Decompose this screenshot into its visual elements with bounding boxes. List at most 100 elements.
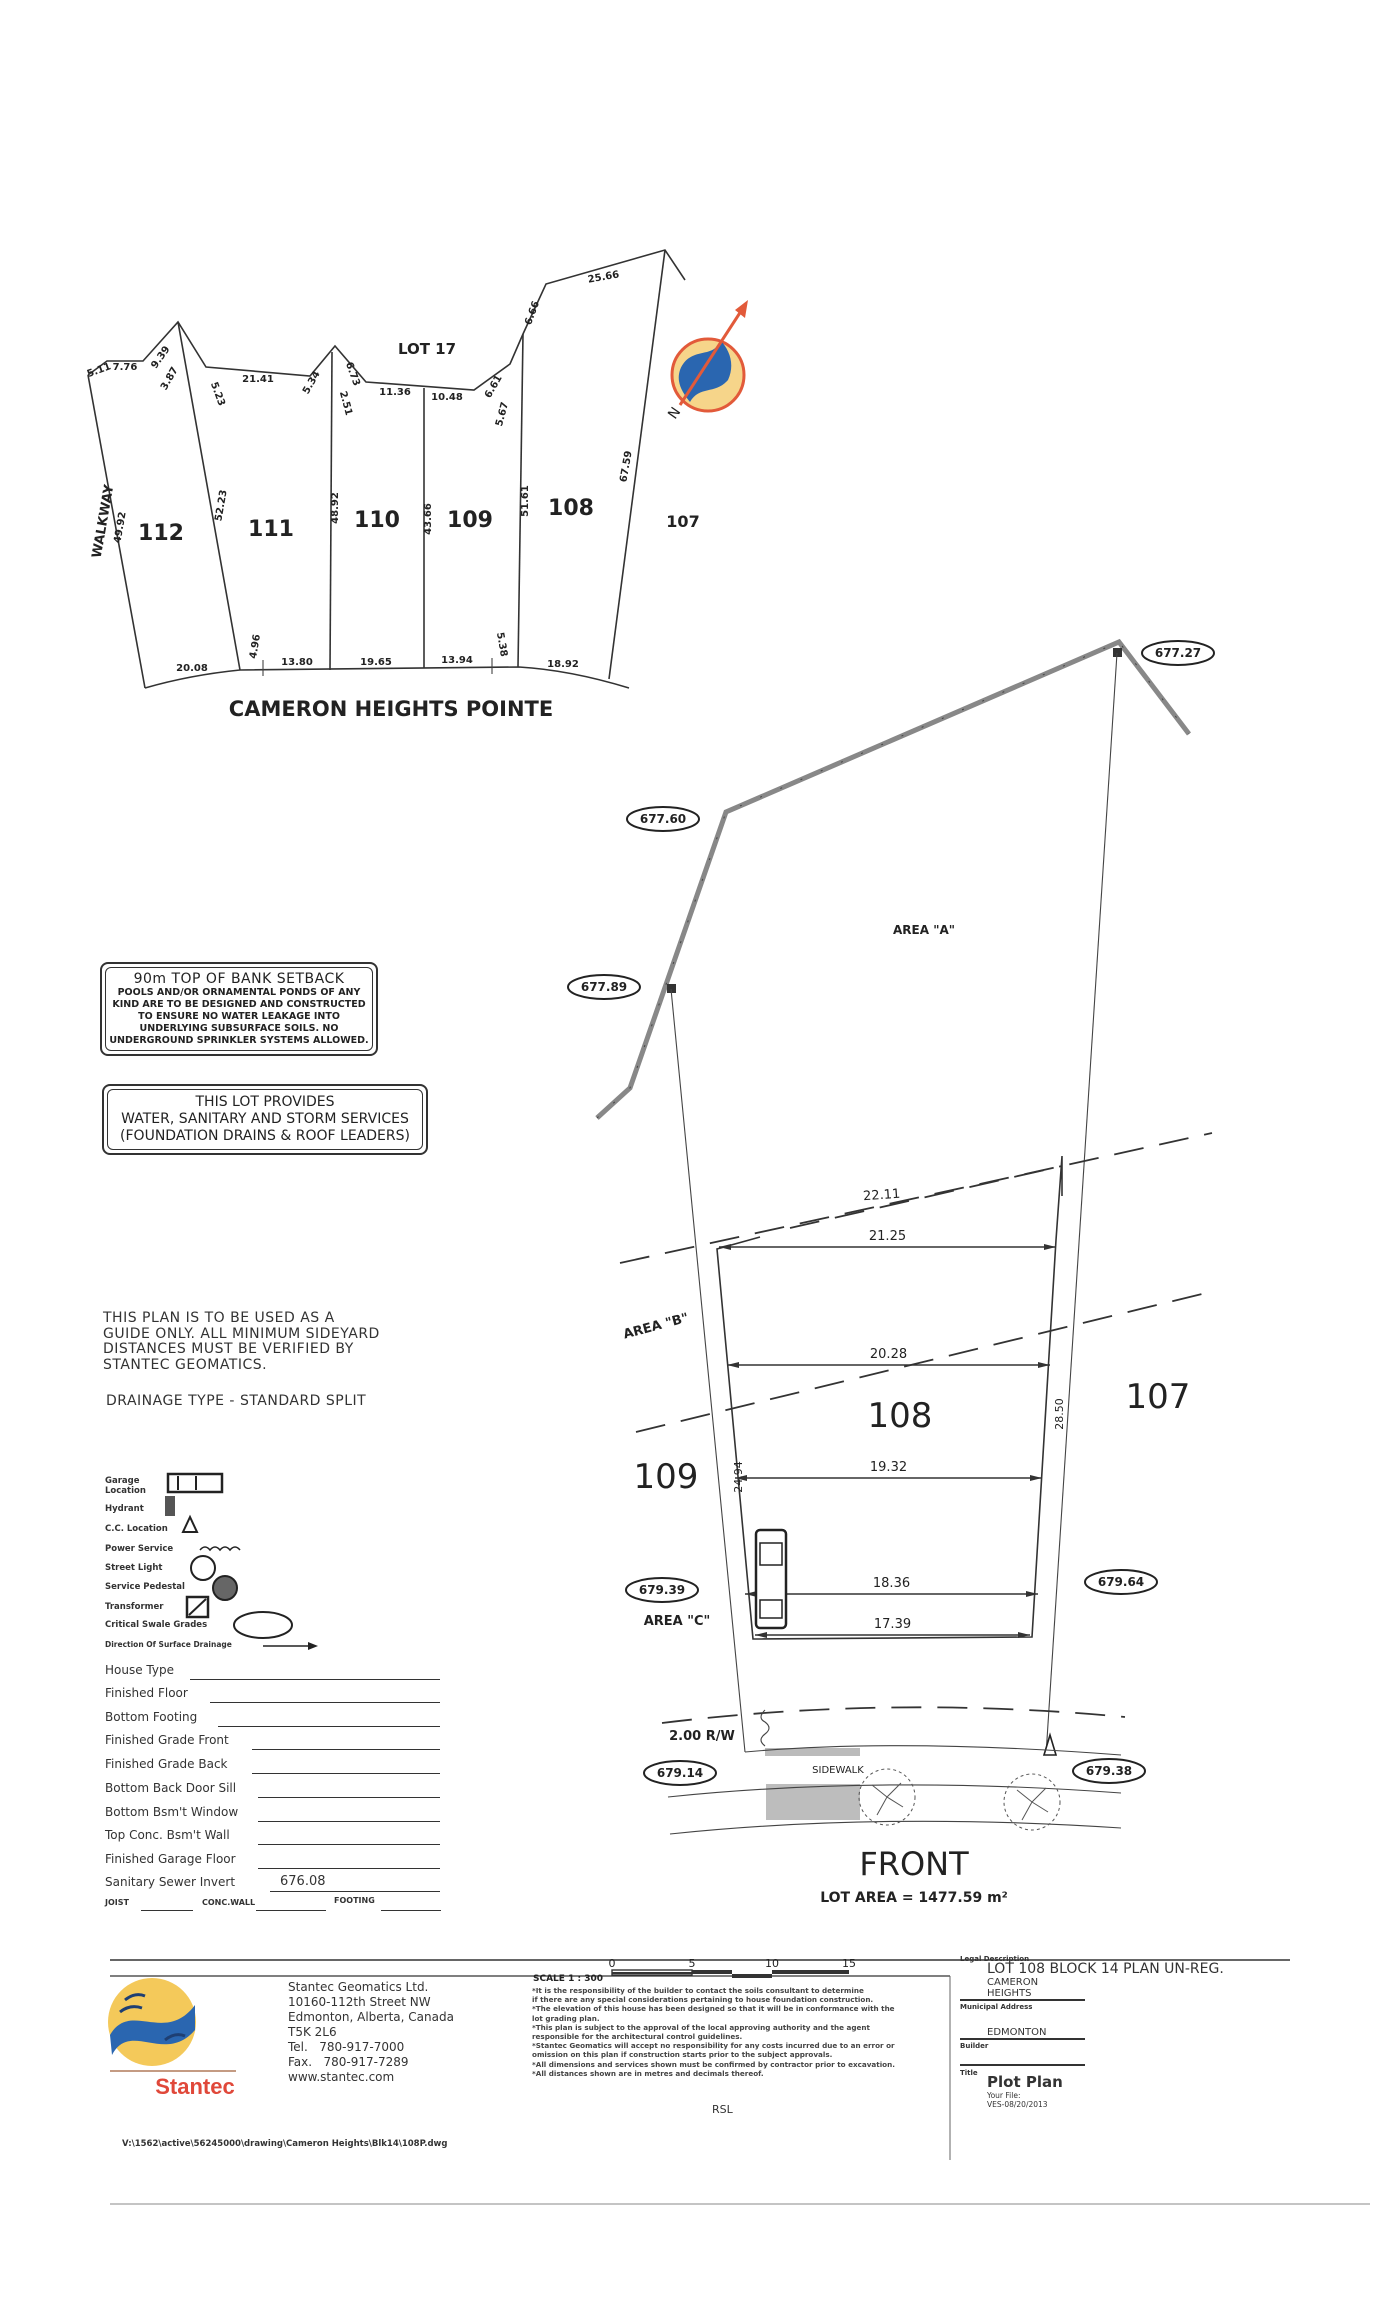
company-line: 10160-112th Street NW bbox=[288, 1995, 431, 2009]
elevation-value: 679.14 bbox=[657, 1766, 703, 1780]
driveway-crossing bbox=[766, 1784, 860, 1820]
key-plan-dimension: 6.66 bbox=[523, 300, 542, 327]
arrowhead-icon bbox=[755, 1632, 767, 1638]
scale-tick: 5 bbox=[689, 1957, 696, 1970]
title-block: Legal Description LOT 108 BLOCK 14 PLAN … bbox=[960, 1955, 1280, 2109]
disclaimer-line: responsible for the architectural contro… bbox=[532, 2032, 743, 2042]
field-value-line[interactable] bbox=[210, 1702, 440, 1703]
lot-line bbox=[329, 351, 333, 671]
disclaimer-line: *This plan is subject to the approval of… bbox=[532, 2022, 870, 2032]
lot-label-108: 108 bbox=[548, 496, 594, 521]
key-plan-dimension: 67.59 bbox=[618, 450, 634, 483]
key-plan-dimension: 48.92 bbox=[330, 492, 341, 524]
company-line: T5K 2L6 bbox=[288, 2025, 337, 2039]
field-value-line[interactable] bbox=[252, 1773, 440, 1774]
elevation-value: 677.89 bbox=[581, 980, 627, 994]
sidewalk-edge bbox=[667, 1784, 1122, 1798]
field-label: Sanitary Sewer Invert bbox=[105, 1875, 236, 1889]
side-dim-right: 28.50 bbox=[1053, 1398, 1066, 1430]
field-value-line[interactable] bbox=[190, 1679, 440, 1680]
elevation-callout: 677.27 bbox=[1141, 640, 1215, 666]
field-value-line[interactable] bbox=[258, 1844, 440, 1845]
drainage-arrow-icon bbox=[263, 1642, 318, 1650]
elevation-oval bbox=[1141, 640, 1215, 666]
conc-wall-field[interactable] bbox=[256, 1910, 326, 1911]
field-label: Bottom Bsm't Window bbox=[105, 1805, 239, 1819]
lot-label-107: 107 bbox=[666, 512, 699, 531]
field-value-line[interactable] bbox=[258, 1797, 440, 1798]
field-label: Finished Garage Floor bbox=[105, 1852, 236, 1866]
key-plan-dimension: 2.51 bbox=[337, 390, 354, 417]
subdivision: CAMERON HEIGHTS bbox=[960, 1977, 1085, 2001]
legend-symbol-label: Critical Swale Grades bbox=[105, 1620, 208, 1630]
field-value-line[interactable] bbox=[258, 1821, 440, 1822]
sidewalk-label: SIDEWALK bbox=[812, 1765, 864, 1776]
services-line: WATER, SANITARY AND STORM SERVICES bbox=[121, 1111, 409, 1127]
elevation-oval bbox=[567, 974, 641, 1000]
elevation-callout: 677.60 bbox=[626, 806, 700, 832]
municipal-address-label: Municipal Address bbox=[960, 2003, 1033, 2011]
area-b-label: AREA "B" bbox=[622, 1311, 691, 1343]
right-of-way-label: 2.00 R/W bbox=[669, 1729, 735, 1744]
company-address: Stantec Geomatics Ltd.10160-112th Street… bbox=[288, 1980, 454, 2085]
field-value-line[interactable] bbox=[258, 1868, 440, 1869]
title-label: Title bbox=[960, 2069, 978, 2077]
elevation-oval bbox=[1072, 1758, 1146, 1784]
driveway-apron bbox=[765, 1748, 860, 1756]
hydrant-icon bbox=[165, 1496, 175, 1516]
file-reference: VES-08/20/2013 bbox=[987, 2100, 1048, 2109]
city: EDMONTON bbox=[960, 2027, 1085, 2040]
joist-label: JOIST bbox=[105, 1898, 129, 1907]
legend-symbol-label: Garage Location bbox=[105, 1476, 146, 1496]
disclaimer-line: *Stantec Geomatics will accept no respon… bbox=[532, 2041, 895, 2051]
sidewalk-edge bbox=[744, 1745, 1122, 1756]
field-label: House Type bbox=[105, 1663, 174, 1677]
builder-label: Builder bbox=[960, 2042, 989, 2050]
key-plan-dimension: 7.76 bbox=[113, 362, 138, 373]
critical-swale-icon bbox=[233, 1611, 293, 1639]
stantec-logo: Stantec bbox=[108, 1978, 236, 2099]
key-plan-dimension: 20.08 bbox=[176, 663, 208, 674]
side-dim-left: 24.94 bbox=[732, 1461, 745, 1493]
street-light-icon bbox=[190, 1555, 216, 1581]
key-plan-dimension: 13.94 bbox=[441, 655, 473, 666]
garage-location-icon bbox=[754, 1528, 788, 1630]
company-line: Stantec Geomatics Ltd. bbox=[288, 1980, 429, 1994]
key-plan-dimension: 3.87 bbox=[159, 365, 181, 392]
lot-line bbox=[177, 321, 241, 671]
front-label: FRONT bbox=[859, 1845, 969, 1883]
disclaimer-line: lot grading plan. bbox=[532, 2013, 600, 2023]
services-line: THIS LOT PROVIDES bbox=[195, 1094, 335, 1110]
company-line[interactable]: www.stantec.com bbox=[288, 2070, 395, 2084]
key-plan-dimension: 4.96 bbox=[248, 633, 263, 659]
key-plan-dimension: 43.66 bbox=[423, 503, 434, 535]
services-line: (FOUNDATION DRAINS & ROOF LEADERS) bbox=[120, 1128, 410, 1144]
setback-line: UNDERGROUND SPRINKLER SYSTEMS ALLOWED. bbox=[109, 1035, 369, 1046]
legend-symbol-label: Street Light bbox=[105, 1563, 163, 1573]
services-notice: THIS LOT PROVIDES WATER, SANITARY AND ST… bbox=[102, 1084, 428, 1155]
disclaimer-line: if there are any special considerations … bbox=[532, 1995, 874, 2005]
setback-line: KIND ARE TO BE DESIGNED AND CONSTRUCTED bbox=[112, 999, 366, 1010]
key-plan-dimension: 9.39 bbox=[149, 344, 172, 371]
legal-description-label: Legal Description bbox=[960, 1955, 1030, 1963]
left-property-line bbox=[670, 988, 746, 1753]
scale-tick: 10 bbox=[765, 1957, 779, 1970]
legend-symbol-label: Power Service bbox=[105, 1544, 174, 1554]
legal-description: LOT 108 BLOCK 14 PLAN UN-REG. bbox=[987, 1961, 1224, 1977]
guide-line: DISTANCES MUST BE VERIFIED BY bbox=[103, 1341, 354, 1357]
elevation-callout: 679.14 bbox=[643, 1760, 717, 1786]
footing-field[interactable] bbox=[381, 1910, 441, 1911]
field-value-line[interactable] bbox=[252, 1749, 440, 1750]
tree-icon bbox=[1003, 1773, 1061, 1831]
key-plan-dimension: 11.36 bbox=[379, 387, 411, 398]
elevation-callout: 677.89 bbox=[567, 974, 641, 1000]
setback-notice: 90m TOP OF BANK SETBACK POOLS AND/OR ORN… bbox=[100, 962, 378, 1056]
field-value-line[interactable] bbox=[270, 1891, 440, 1892]
field-value-line[interactable] bbox=[218, 1726, 440, 1727]
cc-location-icon bbox=[1042, 1732, 1058, 1756]
joist-field[interactable] bbox=[141, 1910, 193, 1911]
survey-marker bbox=[1113, 648, 1122, 657]
